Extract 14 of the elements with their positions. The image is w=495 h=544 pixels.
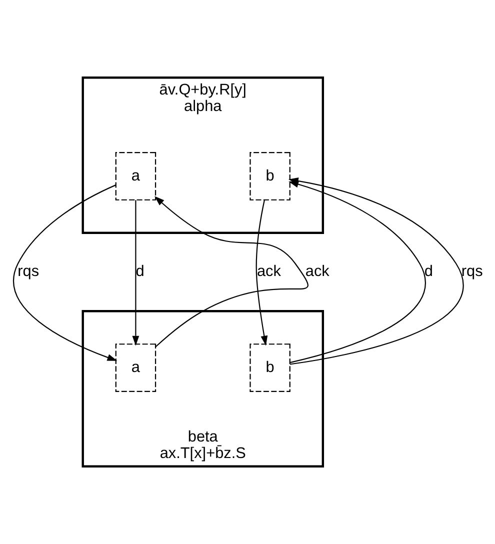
edge-label: ack: [304, 263, 329, 280]
arrow: [255, 200, 268, 346]
edge-label: d: [424, 263, 432, 280]
node-box: a: [114, 344, 156, 392]
node-box: b: [249, 344, 290, 392]
node-box: a: [114, 152, 156, 200]
arrow: [132, 200, 139, 346]
edge-label: rqs: [460, 263, 482, 280]
edge-label: rqs: [17, 263, 39, 280]
edge-label: ack: [256, 263, 280, 280]
node-box: b: [249, 152, 290, 200]
edge-label: d: [135, 263, 144, 280]
arrow: [12, 184, 117, 361]
arrow: [154, 196, 308, 348]
